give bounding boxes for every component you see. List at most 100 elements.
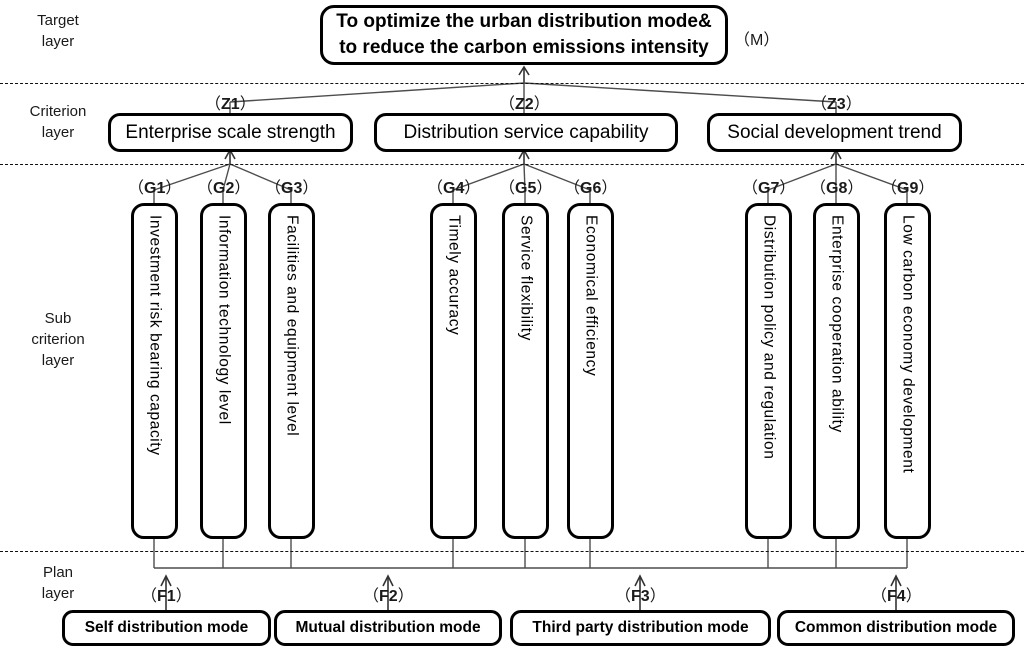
tag-f2-code: F2 [379,588,398,605]
sub-criterion-box-g1[interactable]: Investment risk bearing capacity [131,203,178,539]
paren-open-f2: （ [363,588,380,605]
sub-criterion-label-g8: Enterprise cooperation ability [828,215,846,433]
tag-z1-code: Z1 [221,96,240,113]
sub-criterion-box-g5[interactable]: Service flexibility [502,203,549,539]
tag-G7: （G7） [742,174,795,198]
paren-close-f2: ） [397,588,414,605]
criterion-box-z1[interactable]: Enterprise scale strength [108,113,353,152]
sub-criterion-box-g8[interactable]: Enterprise cooperation ability [813,203,860,539]
plan-label-f1: Self distribution mode [84,619,249,636]
sub-criterion-label-g7: Distribution policy and regulation [760,215,778,460]
sub-criterion-label-g9: Low carbon economy development [899,215,917,474]
tag-g6-code: G6 [580,180,602,197]
paren-open-f4: （ [871,588,888,605]
sub-criterion-label-g3: Facilities and equipment level [283,215,301,437]
paren-close-z2: ） [533,96,550,113]
paren-close-m: ） [763,32,780,49]
paren-open-z1: （ [205,96,222,113]
paren-open-m: （ [734,32,751,49]
tag-G5: （G5） [499,174,552,198]
tag-Z2: （Z2） [499,90,550,114]
sub-criterion-label-g4: Timely accuracy [445,215,463,336]
paren-open-f3: （ [615,588,632,605]
paren-open-g5: （ [499,180,516,197]
criterion-box-z3[interactable]: Social development trend [707,113,962,152]
tag-F4: （F4） [871,582,922,606]
paren-close-f3: ） [649,588,666,605]
tag-f4-code: F4 [887,588,906,605]
plan-box-f1[interactable]: Self distribution mode [62,610,271,646]
criterion-label-z3: Social development trend [727,121,942,143]
paren-open-z2: （ [499,96,516,113]
tag-G9: （G9） [881,174,934,198]
plan-label-f2: Mutual distribution mode [295,619,481,636]
tag-z3-code: Z3 [827,96,846,113]
tag-Z3: （Z3） [811,90,862,114]
tag-G8: （G8） [810,174,863,198]
sub-criterion-box-g4[interactable]: Timely accuracy [430,203,477,539]
paren-close-z3: ） [845,96,862,113]
sub-criterion-label-g1: Investment risk bearing capacity [146,215,164,456]
plan-box-f4[interactable]: Common distribution mode [777,610,1015,646]
criterion-box-z2[interactable]: Distribution service capability [374,113,678,152]
tag-g8-code: G8 [826,180,848,197]
tag-G4: （G4） [427,174,480,198]
tag-g9-code: G9 [897,180,919,197]
paren-close-g5: ） [536,180,553,197]
sub-criterion-box-g9[interactable]: Low carbon economy development [884,203,931,539]
paren-close-g9: ） [918,180,935,197]
tag-f1-code: F1 [157,588,176,605]
target-line-1: To optimize the urban distribution mode& [336,11,712,32]
tag-M: （M） [734,26,779,50]
tag-F2: （F2） [363,582,414,606]
paren-open-f1: （ [141,588,158,605]
criterion-label-z2: Distribution service capability [403,121,649,143]
tag-g7-code: G7 [758,180,780,197]
plan-box-f2[interactable]: Mutual distribution mode [274,610,502,646]
plan-box-f3[interactable]: Third party distribution mode [510,610,771,646]
criterion-label-z1: Enterprise scale strength [125,121,336,143]
sub-criterion-label-g6: Economical efficiency [582,215,600,377]
paren-close-g1: ） [165,180,182,197]
paren-close-g8: ） [847,180,864,197]
paren-open-g4: （ [427,180,444,197]
plan-label-f4: Common distribution mode [794,619,998,636]
paren-close-g6: ） [601,180,618,197]
paren-open-g2: （ [197,180,214,197]
sub-criterion-box-g7[interactable]: Distribution policy and regulation [745,203,792,539]
tag-g2-code: G2 [213,180,235,197]
divider-target-criterion [0,83,1024,84]
divider-criterion-sub [0,164,1024,165]
tag-G3: （G3） [265,174,318,198]
target-box[interactable]: To optimize the urban distribution mode&… [320,5,728,65]
paren-open-z3: （ [811,96,828,113]
paren-open-g3: （ [265,180,282,197]
paren-close-g2: ） [234,180,251,197]
paren-close-g7: ） [779,180,796,197]
tag-f3-code: F3 [631,588,650,605]
tag-z2-code: Z2 [515,96,534,113]
paren-open-g7: （ [742,180,759,197]
tag-F1: （F1） [141,582,192,606]
paren-open-g6: （ [564,180,581,197]
paren-close-z1: ） [239,96,256,113]
plan-label-f3: Third party distribution mode [532,619,749,636]
tag-G2: （G2） [197,174,250,198]
tag-F3: （F3） [615,582,666,606]
tag-g3-code: G3 [281,180,303,197]
divider-sub-plan [0,551,1024,552]
paren-open-g9: （ [881,180,898,197]
layer-label-plan: Plan layer [41,564,75,602]
layer-label-criterion: Criterion layer [29,103,87,141]
sub-criterion-box-g3[interactable]: Facilities and equipment level [268,203,315,539]
paren-open-g1: （ [128,180,145,197]
paren-close-g3: ） [302,180,319,197]
tag-Z1: （Z1） [205,90,256,114]
tag-g1-code: G1 [144,180,166,197]
sub-criterion-label-g2: Information technology level [215,215,233,425]
paren-close-f1: ） [175,588,192,605]
paren-close-g4: ） [464,180,481,197]
sub-criterion-box-g6[interactable]: Economical efficiency [567,203,614,539]
sub-criterion-box-g2[interactable]: Information technology level [200,203,247,539]
